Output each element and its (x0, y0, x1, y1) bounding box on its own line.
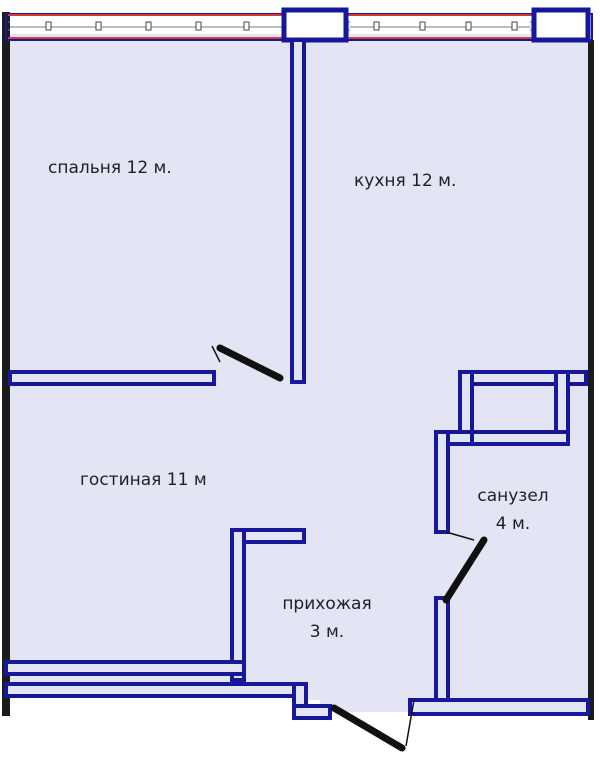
outer-wall-left (2, 12, 10, 716)
room-label-living: гостиная 11 м (80, 470, 207, 490)
entrance-door[interactable] (330, 699, 415, 752)
room-label-hallway: прихожая 3 м. (282, 594, 372, 642)
bedroom-door[interactable] (211, 344, 284, 382)
wall-bedroom-kitchen (290, 38, 306, 384)
room-label-kitchen: кухня 12 м. (354, 171, 457, 191)
pillar-top-right (531, 7, 591, 43)
bathroom-walls (434, 370, 588, 702)
room-label-bathroom: санузел 4 м. (477, 486, 549, 534)
kitchen-window (350, 20, 530, 34)
pillar-top-middle (281, 7, 349, 43)
room-label-bedroom: спальня 12 м. (48, 158, 172, 178)
bedroom-window (10, 20, 282, 34)
hallway-walls (4, 528, 590, 720)
bathroom-door[interactable] (442, 531, 488, 604)
wall-bedroom-living (8, 370, 216, 386)
outer-wall-right (588, 40, 594, 720)
